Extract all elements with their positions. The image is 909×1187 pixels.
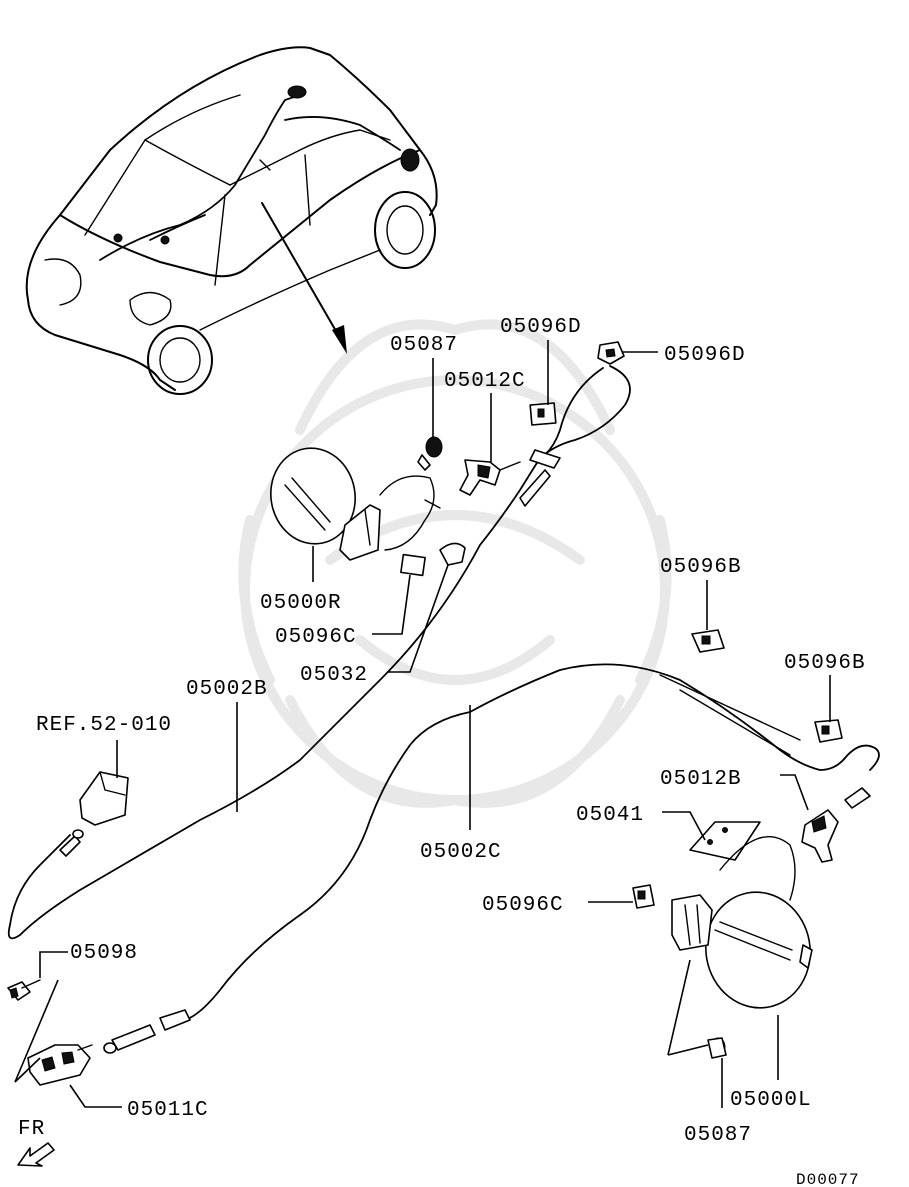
opener-lever-05012C — [459, 459, 521, 496]
callout-05032: 05032 — [300, 664, 368, 687]
callout-ref-52-010: REF.52-010 — [36, 714, 172, 737]
watermark-emblem — [238, 319, 672, 808]
callout-05002B: 05002B — [186, 678, 268, 701]
bushing-05087-lower — [707, 1037, 727, 1059]
dash-lines-latch — [14, 979, 59, 1083]
clip-05096B-upper — [691, 629, 725, 653]
callout-05096C-lower: 05096C — [482, 894, 564, 917]
callout-05096D-right: 05096D — [664, 344, 746, 367]
callout-05087-upper: 05087 — [390, 334, 458, 357]
ref-bracket — [79, 771, 129, 826]
cable-05002B — [7, 365, 631, 940]
callout-05096C-upper: 05096C — [275, 626, 357, 649]
dash-lines-lower — [667, 959, 709, 1056]
vehicle-illustration — [25, 46, 438, 395]
hinge-clip-05096C-upper — [400, 553, 426, 577]
spring-plate-05041 — [689, 821, 761, 861]
clip-05096D-right — [597, 341, 625, 365]
clip-05096B-lower — [814, 719, 843, 743]
callout-labels: 05087 05096D 05096D 05012C 05000R 05096C… — [18, 316, 866, 1187]
fuel-lid-left — [671, 836, 813, 1009]
callout-05000R: 05000R — [260, 592, 342, 615]
callout-05096B-lower: 05096B — [784, 652, 866, 675]
callout-05098: 05098 — [70, 942, 138, 965]
direction-label: FR — [18, 1118, 45, 1141]
latch-05011C — [27, 1044, 93, 1086]
callout-05011C: 05011C — [127, 1099, 209, 1122]
callout-05000L: 05000L — [730, 1089, 812, 1112]
leader-lines — [39, 340, 831, 1108]
callout-05012B: 05012B — [660, 768, 742, 791]
drawing-code: D00077 — [796, 1171, 860, 1187]
callout-05096B-upper: 05096B — [660, 556, 742, 579]
pointer-arrow — [261, 202, 347, 354]
bolt-05098 — [7, 979, 41, 1001]
clip-05096C-lower — [632, 884, 655, 909]
clip-05096D-left — [529, 402, 557, 426]
callout-05087-lower: 05087 — [684, 1124, 752, 1147]
callout-05002C: 05002C — [420, 841, 502, 864]
front-direction-arrow-icon — [17, 1142, 55, 1167]
callout-05012C: 05012C — [444, 370, 526, 393]
opener-lever-05012B — [801, 809, 839, 863]
cable-05002C — [103, 663, 880, 1054]
fuel-lid-right — [270, 447, 441, 561]
bushing-05087-upper — [417, 436, 443, 471]
spring-05032 — [439, 542, 466, 566]
callout-05041: 05041 — [576, 804, 644, 827]
callout-05096D-top: 05096D — [500, 316, 582, 339]
